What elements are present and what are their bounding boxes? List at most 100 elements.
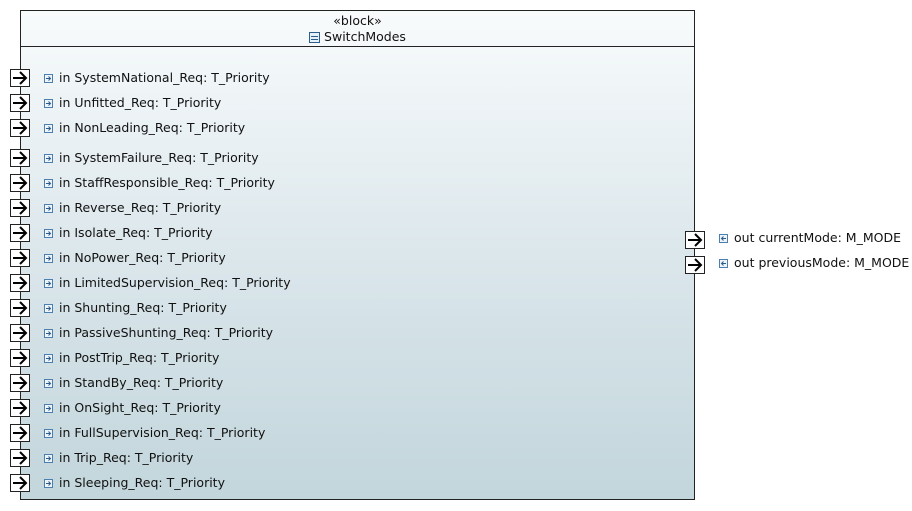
in-port-arrow-icon [13, 201, 28, 215]
out-port[interactable] [685, 231, 705, 249]
in-port-arrow-icon [13, 276, 28, 290]
port-label-text: out previousMode: M_MODE [734, 255, 910, 270]
in-flow-property-icon [44, 303, 53, 313]
in-flow-property-icon [44, 403, 53, 413]
port-label-text: out currentMode: M_MODE [734, 230, 901, 245]
port-label-text: in Trip_Req: T_Priority [59, 450, 194, 465]
in-port-arrow-icon [13, 71, 28, 85]
in-port-label: in NonLeading_Req: T_Priority [44, 120, 245, 136]
in-port-label: in Trip_Req: T_Priority [44, 450, 193, 466]
in-port-arrow-icon [13, 301, 28, 315]
in-port-label: in StandBy_Req: T_Priority [44, 375, 223, 391]
port-label-text: in Reverse_Req: T_Priority [59, 200, 222, 215]
in-port-label: in NoPower_Req: T_Priority [44, 250, 226, 266]
in-port[interactable] [10, 119, 30, 137]
in-port-arrow-icon [13, 121, 28, 135]
in-port[interactable] [10, 174, 30, 192]
in-flow-property-icon [44, 73, 53, 83]
port-label-text: in PassiveShunting_Req: T_Priority [59, 325, 274, 340]
port-label-text: in SystemNational_Req: T_Priority [59, 70, 270, 85]
port-label-text: in PostTrip_Req: T_Priority [59, 350, 220, 365]
in-flow-property-icon [44, 278, 53, 288]
in-port[interactable] [10, 199, 30, 217]
in-port[interactable] [10, 399, 30, 417]
port-label-text: in Isolate_Req: T_Priority [59, 225, 213, 240]
in-flow-property-icon [44, 153, 53, 163]
out-flow-property-icon [719, 258, 728, 268]
switchmodes-block[interactable]: «block» SwitchModes [20, 10, 695, 500]
in-flow-property-icon [44, 453, 53, 463]
block-icon [309, 31, 321, 43]
port-label-text: in NonLeading_Req: T_Priority [59, 120, 246, 135]
block-name: SwitchModes [324, 29, 406, 44]
out-port-arrow-icon [688, 233, 703, 247]
in-port-arrow-icon [13, 401, 28, 415]
in-port-label: in FullSupervision_Req: T_Priority [44, 425, 265, 441]
port-label-text: in FullSupervision_Req: T_Priority [59, 425, 266, 440]
in-port[interactable] [10, 424, 30, 442]
in-port[interactable] [10, 299, 30, 317]
out-flow-property-icon [719, 233, 728, 243]
in-port[interactable] [10, 224, 30, 242]
in-port-label: in PostTrip_Req: T_Priority [44, 350, 219, 366]
port-label-text: in Sleeping_Req: T_Priority [59, 475, 225, 490]
in-port-arrow-icon [13, 226, 28, 240]
port-label-text: in Shunting_Req: T_Priority [59, 300, 227, 315]
in-flow-property-icon [44, 353, 53, 363]
in-flow-property-icon [44, 203, 53, 213]
in-port-label: in LimitedSupervision_Req: T_Priority [44, 275, 291, 291]
in-port-label: in StaffResponsible_Req: T_Priority [44, 175, 275, 191]
in-port-label: in Sleeping_Req: T_Priority [44, 475, 225, 491]
port-label-text: in OnSight_Req: T_Priority [59, 400, 221, 415]
in-port[interactable] [10, 349, 30, 367]
block-stereotype: «block» [333, 13, 382, 28]
in-port-label: in PassiveShunting_Req: T_Priority [44, 325, 273, 341]
port-label-text: in SystemFailure_Req: T_Priority [59, 150, 259, 165]
in-flow-property-icon [44, 253, 53, 263]
in-port-arrow-icon [13, 376, 28, 390]
in-port[interactable] [10, 149, 30, 167]
in-port-label: in SystemFailure_Req: T_Priority [44, 150, 259, 166]
in-port[interactable] [10, 449, 30, 467]
in-flow-property-icon [44, 178, 53, 188]
in-port-arrow-icon [13, 476, 28, 490]
in-port-label: in Shunting_Req: T_Priority [44, 300, 227, 316]
in-port[interactable] [10, 374, 30, 392]
in-port-label: in Unfitted_Req: T_Priority [44, 95, 221, 111]
in-port-label: in Isolate_Req: T_Priority [44, 225, 213, 241]
port-label-text: in LimitedSupervision_Req: T_Priority [59, 275, 291, 290]
out-port-label: out currentMode: M_MODE [719, 230, 901, 246]
in-port-arrow-icon [13, 426, 28, 440]
in-port-arrow-icon [13, 351, 28, 365]
in-flow-property-icon [44, 123, 53, 133]
in-port-arrow-icon [13, 96, 28, 110]
out-port-label: out previousMode: M_MODE [719, 255, 909, 271]
port-label-text: in Unfitted_Req: T_Priority [59, 95, 222, 110]
in-port-label: in Reverse_Req: T_Priority [44, 200, 221, 216]
in-flow-property-icon [44, 478, 53, 488]
in-flow-property-icon [44, 428, 53, 438]
in-port[interactable] [10, 474, 30, 492]
port-label-text: in StaffResponsible_Req: T_Priority [59, 175, 275, 190]
block-header: «block» SwitchModes [21, 11, 694, 47]
in-port-arrow-icon [13, 176, 28, 190]
in-port-label: in SystemNational_Req: T_Priority [44, 70, 270, 86]
in-port[interactable] [10, 274, 30, 292]
out-port[interactable] [685, 256, 705, 274]
in-port-arrow-icon [13, 326, 28, 340]
in-port-label: in OnSight_Req: T_Priority [44, 400, 221, 416]
port-label-text: in StandBy_Req: T_Priority [59, 375, 224, 390]
in-flow-property-icon [44, 328, 53, 338]
in-port[interactable] [10, 69, 30, 87]
in-port[interactable] [10, 94, 30, 112]
block-name-row: SwitchModes [309, 29, 406, 45]
in-flow-property-icon [44, 378, 53, 388]
out-port-arrow-icon [688, 258, 703, 272]
in-port[interactable] [10, 249, 30, 267]
port-label-text: in NoPower_Req: T_Priority [59, 250, 226, 265]
in-flow-property-icon [44, 228, 53, 238]
in-port-arrow-icon [13, 251, 28, 265]
in-port[interactable] [10, 324, 30, 342]
in-port-arrow-icon [13, 151, 28, 165]
in-flow-property-icon [44, 98, 53, 108]
